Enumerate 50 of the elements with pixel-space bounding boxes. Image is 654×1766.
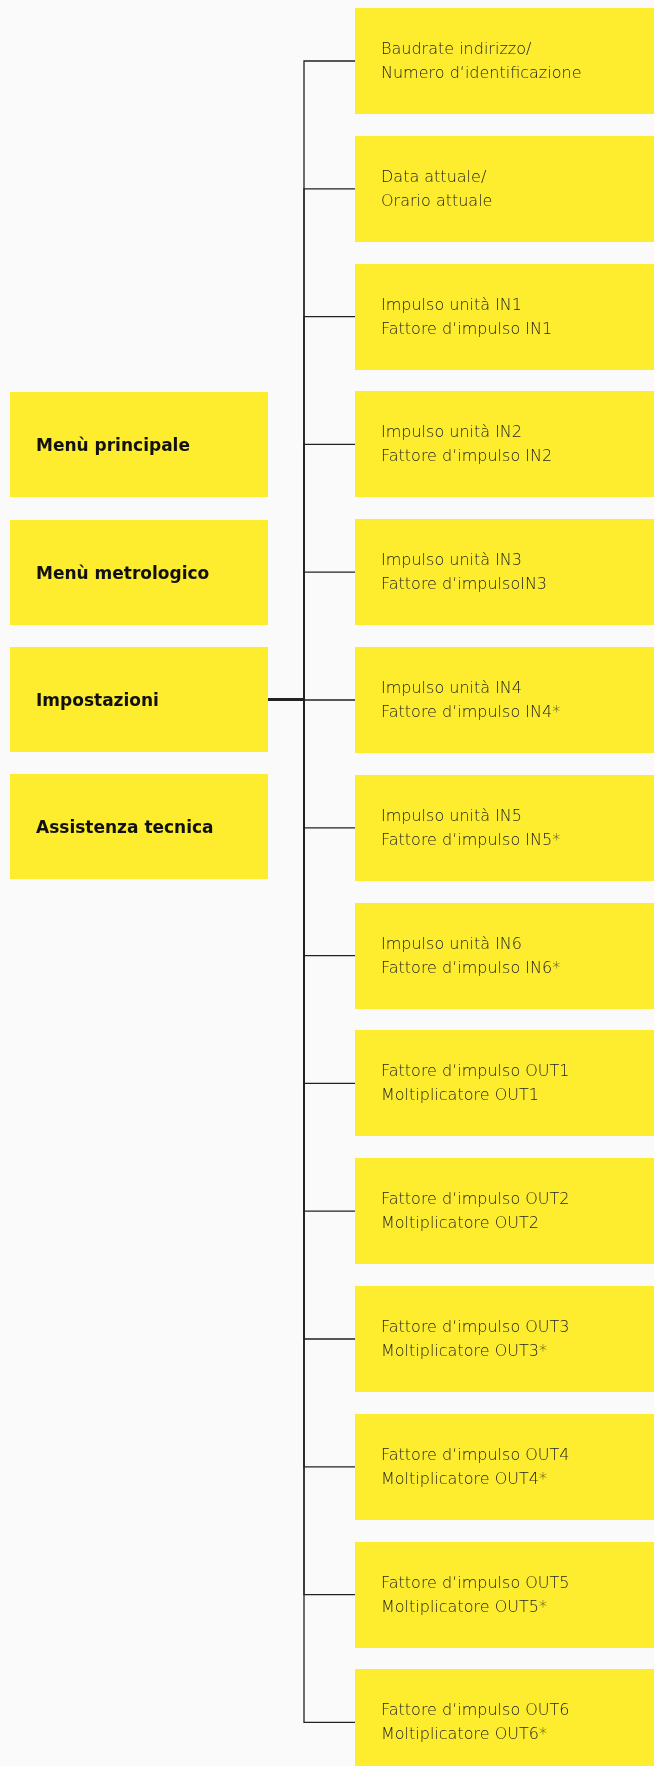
menu-label: Fattore d‘impulso OUT5: [381, 1571, 571, 1594]
menu-box: [355, 391, 654, 498]
menu-label: Numero d‘identificazione: [381, 62, 583, 84]
menu-label: Fattore d‘impulso OUT1: [381, 1060, 571, 1083]
menu-label: Baudrate indirizzo/: [381, 38, 533, 60]
menu-box: [355, 519, 654, 626]
menu-label: Moltiplicatore OUT2: [381, 1212, 540, 1235]
menu-box: [355, 1669, 654, 1766]
menu-box: [355, 774, 654, 881]
menu-label: Moltiplicatore OUT3*: [381, 1340, 548, 1362]
menu-label: Fattore d‘impulso IN1: [381, 317, 554, 340]
menu-box: [10, 392, 268, 497]
menu-box: [355, 135, 654, 242]
menu-label: Fattore d‘impulso OUT2: [381, 1188, 571, 1211]
menu-label: Menù metrologico: [36, 562, 211, 583]
menu-label: Fattore d‘impulso IN2: [381, 445, 554, 468]
menu-label: Fattore d‘impulso OUT6: [381, 1699, 571, 1722]
menu-label: Menù principale: [36, 434, 191, 455]
menu-label: Moltiplicatore OUT1: [381, 1084, 540, 1107]
menu-label: Orario attuale: [381, 189, 494, 212]
menu-label: Data attuale/: [381, 165, 488, 188]
menu-box: [355, 1541, 654, 1648]
menu-label: Assistenza tecnica: [36, 816, 215, 837]
menu-box: [10, 774, 268, 879]
menu-box: [355, 1286, 654, 1392]
menu-box: [355, 8, 654, 114]
menu-label: Impostazioni: [36, 689, 160, 710]
menu-label: Impulso unità IN1: [381, 293, 523, 316]
menu-box: [355, 1030, 654, 1137]
menu-label: Impulso unità IN6: [381, 932, 523, 955]
menu-label: Impulso unità IN4: [381, 677, 523, 699]
menu-label: Fattore d‘impulso IN4*: [381, 701, 562, 723]
menu-label: Fattore d‘impulso IN5*: [381, 828, 562, 851]
menu-label: Fattore d‘impulso OUT4: [381, 1443, 571, 1466]
menu-label: Fattore d‘impulsoIN3: [381, 573, 549, 596]
menu-label: Moltiplicatore OUT4*: [381, 1467, 548, 1490]
menu-box: [355, 263, 654, 370]
menu-label: Fattore d‘impulso OUT3: [381, 1316, 571, 1338]
menu-box: [355, 1158, 654, 1265]
menu-label: Fattore d‘impulso IN6*: [381, 956, 562, 979]
menu-label: Impulso unità IN5: [381, 804, 523, 827]
menu-box: [10, 520, 268, 625]
menu-label: Moltiplicatore OUT5*: [381, 1595, 548, 1618]
menu-box: [10, 647, 268, 752]
menu-box: [355, 1413, 654, 1520]
menu-label: Impulso unità IN3: [381, 549, 523, 572]
menu-label: Impulso unità IN2: [381, 421, 523, 444]
menu-box: [355, 902, 654, 1009]
menu-box: [355, 647, 654, 753]
menu-label: Moltiplicatore OUT6*: [381, 1723, 548, 1746]
